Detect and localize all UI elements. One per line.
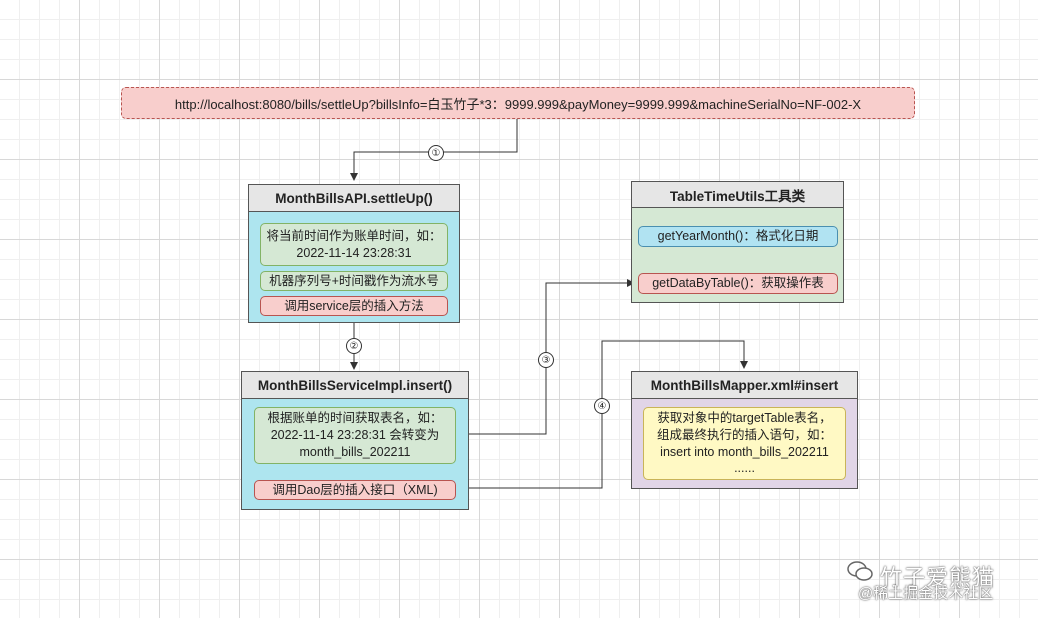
watermark-source: @稀土掘金技术社区 [858, 585, 994, 602]
service-panel-title: MonthBillsServiceImpl.insert() [241, 371, 469, 399]
service-item-table-name: 根据账单的时间获取表名，如：2022-11-14 23:28:31 会转变为 m… [254, 407, 456, 464]
connector-4 [455, 340, 748, 489]
request-url: http://localhost:8080/bills/settleUp?bil… [174, 96, 862, 112]
utils-item-get-year-month: getYearMonth()：格式化日期 [638, 226, 838, 247]
step-3-marker: ③ [538, 352, 554, 368]
utils-panel: getYearMonth()：格式化日期 getDataByTable()：获取… [631, 207, 844, 303]
mapper-item-sql: 获取对象中的targetTable表名，组成最终执行的插入语句，如：insert… [643, 407, 846, 480]
mapper-panel-title: MonthBillsMapper.xml#insert [631, 371, 858, 399]
service-panel: 根据账单的时间获取表名，如：2022-11-14 23:28:31 会转变为 m… [241, 398, 469, 510]
service-item-call-dao: 调用Dao层的插入接口（XML) [254, 480, 456, 500]
utils-panel-title: TableTimeUtils工具类 [631, 181, 844, 208]
api-item-call-service: 调用service层的插入方法 [260, 296, 448, 316]
mapper-panel: 获取对象中的targetTable表名，组成最终执行的插入语句，如：insert… [631, 398, 858, 489]
step-4-marker: ④ [594, 398, 610, 414]
api-item-serial: 机器序列号+时间戳作为流水号 [260, 271, 448, 291]
watermark-author: 竹子爱熊猫 [880, 565, 996, 590]
step-1-marker: ① [428, 145, 444, 161]
step-2-marker: ② [346, 338, 362, 354]
api-panel-title: MonthBillsAPI.settleUp() [248, 184, 460, 212]
api-item-time: 将当前时间作为账单时间，如：2022-11-14 23:28:31 [260, 223, 448, 266]
api-panel: 将当前时间作为账单时间，如：2022-11-14 23:28:31 机器序列号+… [248, 211, 460, 323]
utils-item-get-data-by-table: getDataByTable()：获取操作表 [638, 273, 838, 294]
wechat-icon [847, 561, 873, 581]
request-url-box: http://localhost:8080/bills/settleUp?bil… [121, 87, 915, 119]
